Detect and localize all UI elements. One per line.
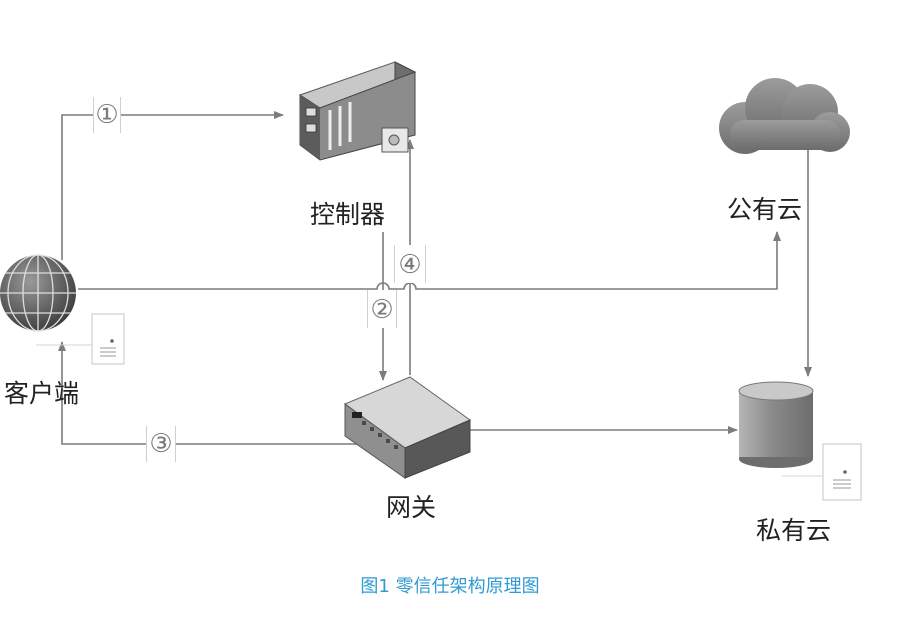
cloud-icon xyxy=(719,78,850,154)
flow-1-line xyxy=(61,111,284,260)
server-document-icon xyxy=(822,443,862,501)
step-1-label: ① xyxy=(95,100,118,130)
client-label: 客户端 xyxy=(4,379,80,408)
step-4-label: ④ xyxy=(398,250,421,280)
globe-icon xyxy=(0,254,76,332)
step-1-marker: ① xyxy=(93,97,121,133)
controller-label: 控制器 xyxy=(310,200,386,229)
connection-lines xyxy=(58,111,812,445)
private-cloud-label: 私有云 xyxy=(756,516,832,545)
gateway-device-icon xyxy=(343,376,472,479)
figure-caption: 图1 零信任架构原理图 xyxy=(360,576,540,597)
gateway-label: 网关 xyxy=(386,493,437,522)
document-icon xyxy=(91,313,125,365)
step-3-label: ③ xyxy=(149,429,172,459)
flow-client-to-public-cloud xyxy=(78,231,781,290)
step-2-label: ② xyxy=(370,295,393,325)
controller-server-icon xyxy=(298,61,417,161)
public-cloud-label: 公有云 xyxy=(727,195,803,224)
step-3-marker: ③ xyxy=(146,426,176,462)
step-2-marker: ② xyxy=(367,290,397,328)
flow-3-line xyxy=(58,341,362,445)
database-icon xyxy=(738,381,814,468)
step-4-marker: ④ xyxy=(394,245,426,283)
